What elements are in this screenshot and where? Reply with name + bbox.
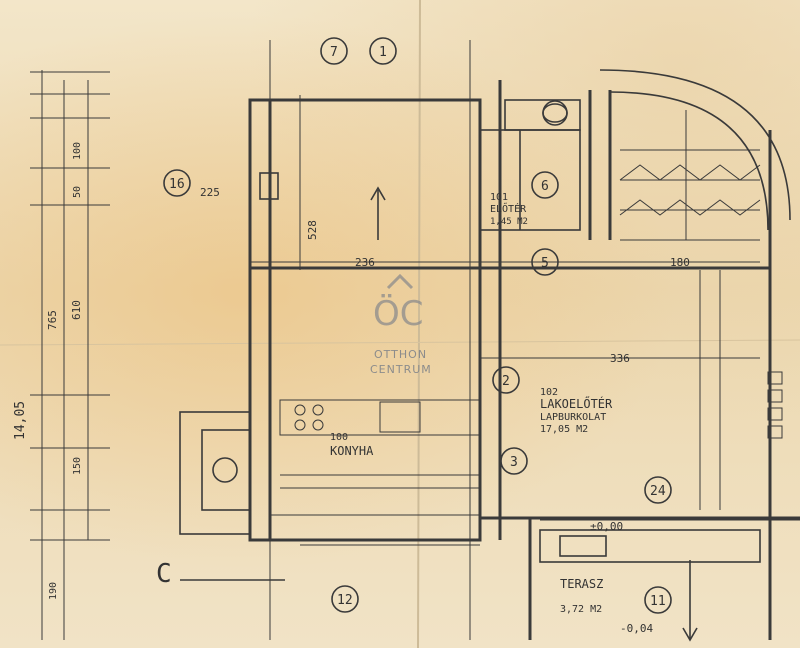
lobby-name: LAKOELŐTÉR xyxy=(540,396,613,411)
stair-treads xyxy=(619,110,761,241)
dim-150: 150 xyxy=(72,457,83,475)
dim-180-label: 180 xyxy=(670,256,690,269)
lobby-number: 102 xyxy=(540,387,558,398)
grid-2: 2 xyxy=(502,374,510,389)
grid-11: 11 xyxy=(650,594,666,609)
grid-markers xyxy=(163,37,672,614)
left-dimension-chain xyxy=(30,70,110,640)
dim-height2-label: 765 xyxy=(46,310,59,330)
dimension-lines xyxy=(250,40,800,640)
dim-190: 190 xyxy=(48,582,59,600)
bath-number: 101 xyxy=(490,192,508,203)
grid-24: 24 xyxy=(650,484,666,499)
level-zero: ±0,00 xyxy=(590,520,623,533)
stair-arc-outer xyxy=(599,69,791,221)
grid-5: 5 xyxy=(541,256,549,271)
kitchen-name: KONYHA xyxy=(330,444,374,458)
stair-arc-inner xyxy=(609,91,769,231)
grid-3: 3 xyxy=(510,455,518,470)
watermark-line1: OTTHON xyxy=(374,348,427,361)
svg-text:ÖC: ÖC xyxy=(373,293,424,334)
watermark-line2: CENTRUM xyxy=(370,363,432,376)
right-tiles xyxy=(767,371,783,439)
watermark-logo-icon: ÖC xyxy=(373,273,424,334)
dim-total-label: 14,05 xyxy=(13,401,28,440)
grid-7: 7 xyxy=(330,45,338,60)
grid-6: 6 xyxy=(541,179,549,194)
kitchen-counter xyxy=(270,399,481,516)
dim-50: 50 xyxy=(72,186,83,198)
dim-225-label: 225 xyxy=(200,186,220,199)
dim-528-label: 528 xyxy=(306,220,319,240)
lobby-area: 17,05 M2 xyxy=(540,424,588,435)
bath-area: 1,45 M2 xyxy=(490,217,528,227)
left-alcove xyxy=(179,172,279,535)
terrace-name: TERASZ xyxy=(560,577,603,591)
lobby-floor: LAPBURKOLAT xyxy=(540,412,606,423)
wc-area xyxy=(479,99,761,563)
dim-100: 100 xyxy=(72,142,83,160)
stair-arrow xyxy=(370,186,698,642)
dim-width-label: 236 xyxy=(355,256,375,269)
bath-name: ELŐTÉR xyxy=(490,201,527,215)
section-mark: C xyxy=(156,559,172,589)
walls xyxy=(248,80,800,640)
dim-height-label: 610 xyxy=(70,300,83,320)
level-neg: -0,04 xyxy=(620,622,653,635)
grid-16: 16 xyxy=(169,177,185,192)
paper-fold-horizontal xyxy=(0,339,800,346)
dim-336-label: 336 xyxy=(610,352,630,365)
terrace-area: 3,72 M2 xyxy=(560,604,602,615)
grid-12: 12 xyxy=(337,593,353,608)
kitchen-number: 100 xyxy=(330,432,348,443)
grid-1: 1 xyxy=(379,45,387,60)
